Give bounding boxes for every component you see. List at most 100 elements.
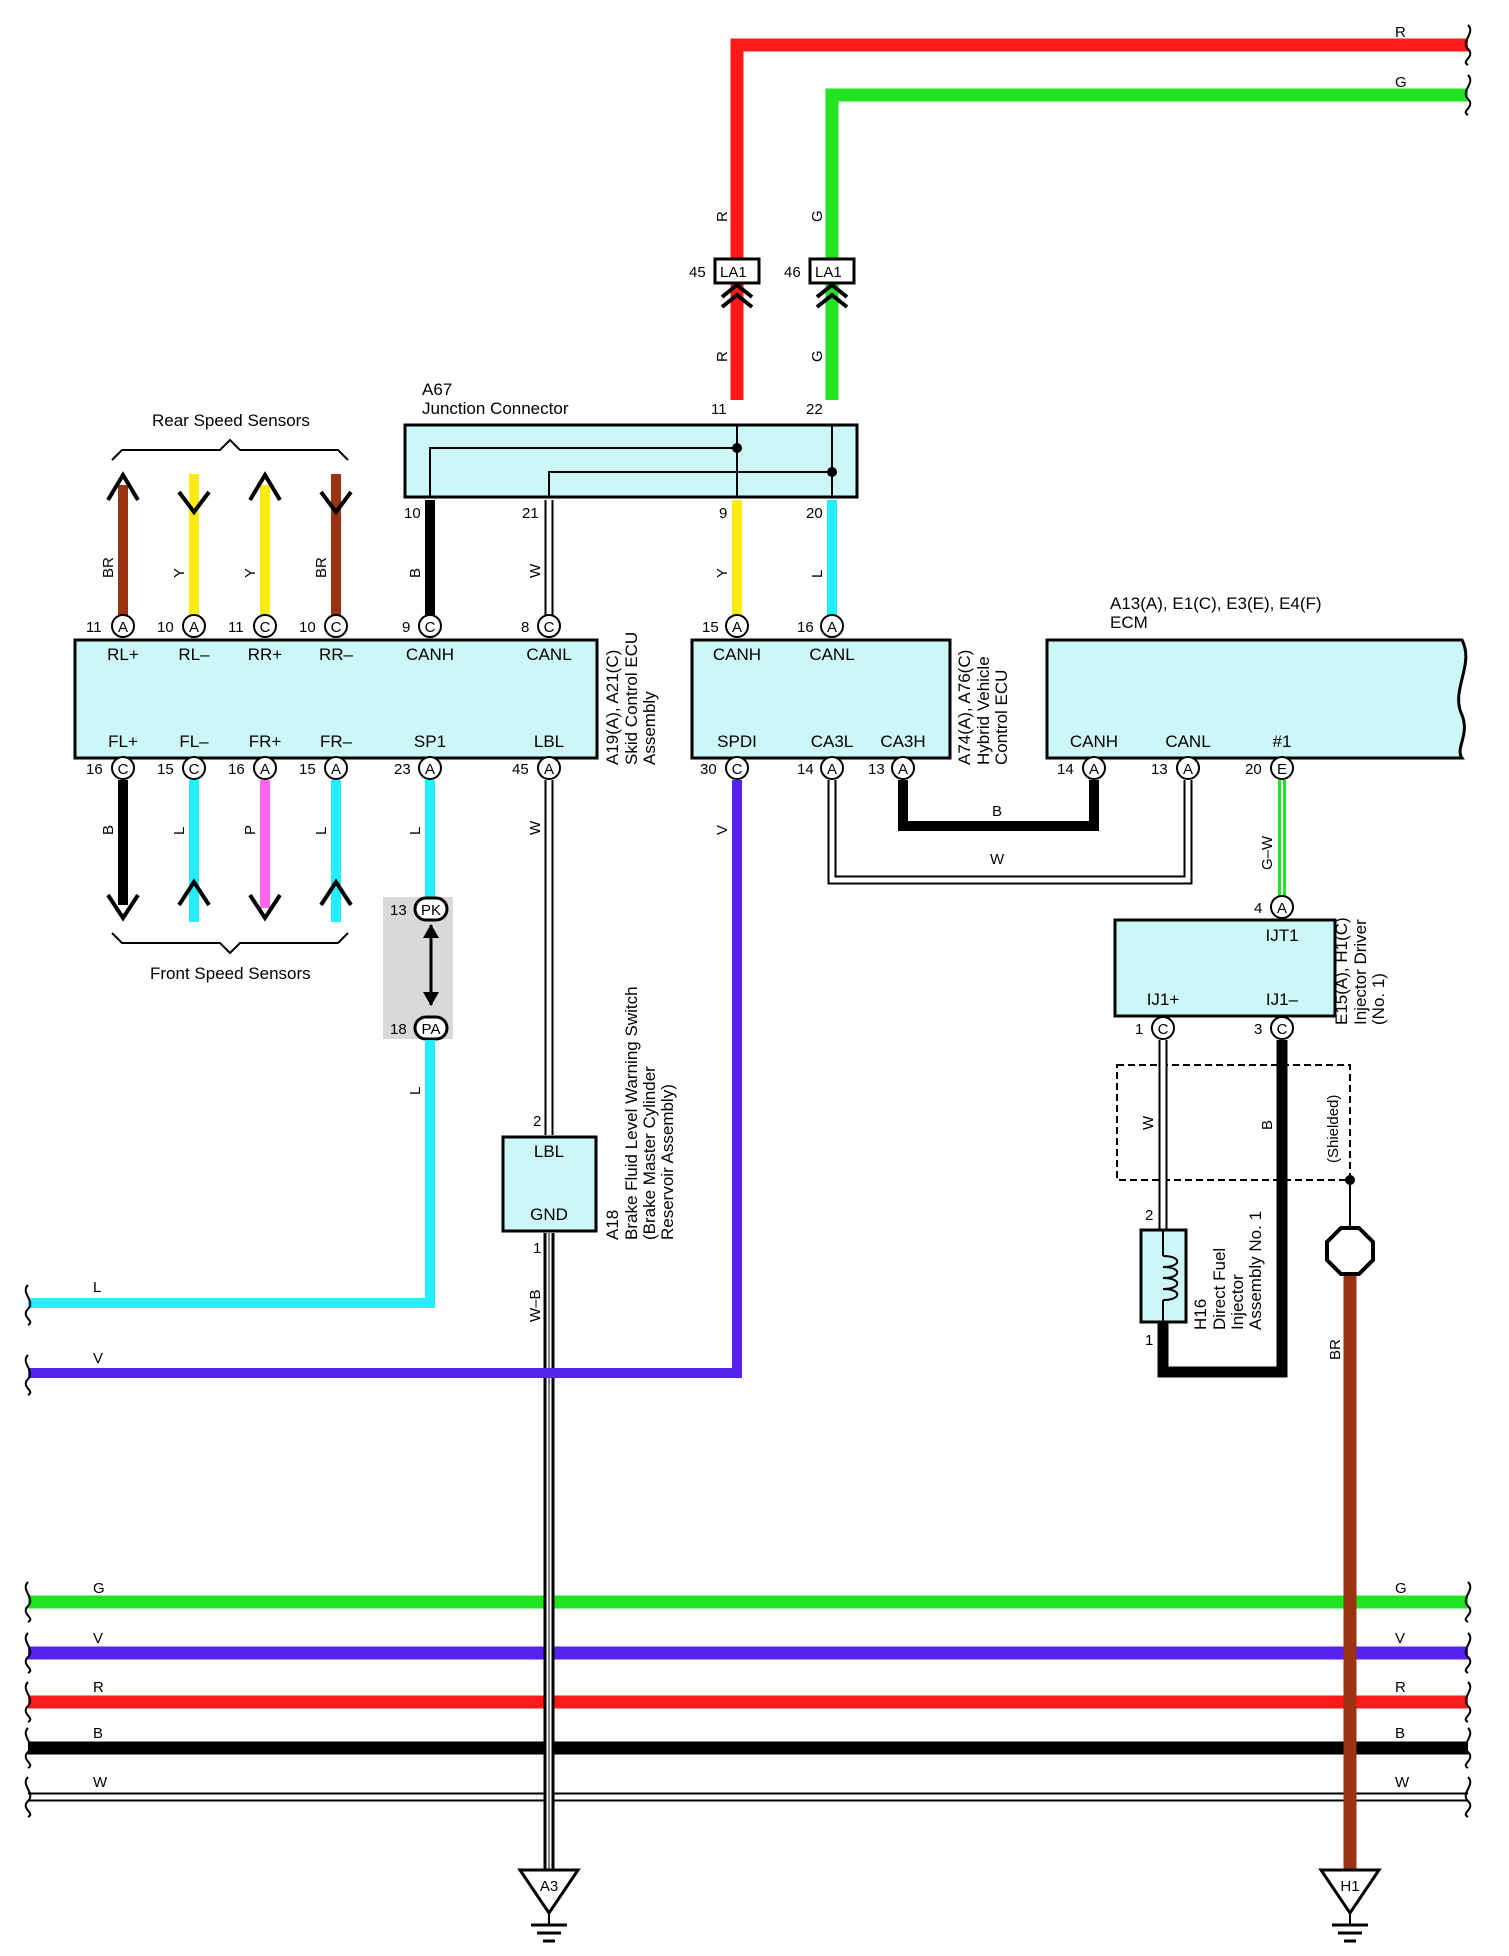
component-name: Assembly No. 1 <box>1246 1211 1265 1330</box>
pin-number: 21 <box>522 505 539 522</box>
ground-icon <box>1318 1868 1382 1916</box>
component-name: (Brake Master Cylinder <box>640 1066 659 1240</box>
component-name: Control ECU <box>992 670 1011 765</box>
pin-number: 23 <box>394 761 411 778</box>
pin-number: 46 <box>784 264 801 281</box>
brake-fluid-level-switch-a18: 2 LBL GND 1 A18 Brake Fluid Level Warnin… <box>501 986 677 1257</box>
pin-letter: A <box>425 761 435 778</box>
component-name: Skid Control ECU <box>622 632 641 765</box>
front-speed-sensors-label: Front Speed Sensors <box>150 964 311 983</box>
arrow-up <box>177 878 211 907</box>
coil-icon <box>1162 1255 1179 1301</box>
wire-label-p: P <box>242 825 259 835</box>
terminal: LBL <box>534 1142 564 1161</box>
wire-label-br: BR <box>1327 1339 1344 1360</box>
pin-letter: A <box>827 761 837 778</box>
wire-label-b: B <box>407 568 424 578</box>
ground-h1: H1 <box>1318 1868 1382 1943</box>
terminal: SPDI <box>717 732 757 751</box>
pin-number: 9 <box>719 505 727 522</box>
wire-label-br: BR <box>100 557 117 578</box>
pin-number: 11 <box>86 619 102 636</box>
component-code: A19(A), A21(C) <box>603 650 622 765</box>
wire-label-g: G <box>1395 74 1407 91</box>
terminal: CANL <box>809 645 854 664</box>
bracket <box>111 932 349 955</box>
wire-label-g: G <box>809 350 826 362</box>
wire-label-y: Y <box>242 568 259 578</box>
pin-letter: A <box>331 761 341 778</box>
pin-number: 15 <box>299 761 316 778</box>
wire-label-l: L <box>809 570 826 578</box>
wire-label-w: W <box>93 1774 108 1791</box>
pin-letter: C <box>732 761 743 778</box>
wire-label-l: L <box>407 827 424 835</box>
component-name: Direct Fuel <box>1210 1248 1229 1330</box>
arrow-up <box>319 878 353 907</box>
wire-label-l: L <box>171 827 188 835</box>
pin-number: 14 <box>797 761 814 778</box>
wire-label-l: L <box>313 827 330 835</box>
wire-l <box>28 1040 435 1308</box>
pin-number: 16 <box>86 761 103 778</box>
wire-v <box>28 780 742 1378</box>
pin-number: 1 <box>1145 1332 1153 1349</box>
pin-number: 20 <box>1245 761 1262 778</box>
component-name: ECM <box>1110 613 1148 632</box>
terminal: IJT1 <box>1265 926 1298 945</box>
wire-label-w: W <box>1140 1115 1157 1130</box>
wire-label-gw: G–W <box>1259 835 1276 870</box>
wire-top-green <box>825 88 1468 400</box>
pin-letter: C <box>544 619 555 636</box>
component-name: Junction Connector <box>422 399 569 418</box>
pin-letter: C <box>260 619 271 636</box>
terminal: CANL <box>526 645 571 664</box>
wire-b <box>1157 1040 1288 1378</box>
pin-number: 30 <box>700 761 717 778</box>
pins-bottom: 16 C 15 C 16 A 15 A 23 A 45 A 30 C 14 A … <box>86 756 1294 780</box>
shield-ground-icon <box>1325 1226 1375 1276</box>
pin-number: 18 <box>390 1021 407 1038</box>
pin-letter: A <box>1277 900 1287 917</box>
connector-la1-45: LA1 45 <box>689 257 761 309</box>
terminal: IJ1– <box>1266 990 1299 1009</box>
pin-number: 15 <box>157 761 174 778</box>
component-code: A18 <box>603 1210 622 1240</box>
pin-letter: C <box>1158 1021 1169 1038</box>
pin-letter: A <box>898 761 908 778</box>
component-code: A67 <box>422 380 452 399</box>
wire-label-g: G <box>809 210 826 222</box>
terminal: CANH <box>406 645 454 664</box>
pin-number: 1 <box>1135 1021 1143 1038</box>
component-name: Reservoir Assembly) <box>658 1084 677 1240</box>
pin-letter: C <box>1277 1021 1288 1038</box>
terminal: LBL <box>534 732 564 751</box>
wire-label-r: R <box>714 211 731 222</box>
skid-control-ecu: RL+ RL– RR+ RR– CANH CANL FL+ FL– FR+ FR… <box>73 632 659 765</box>
component-name: (No. 1) <box>1369 973 1388 1025</box>
wire-label-g: G <box>1395 1580 1407 1597</box>
pin-number: 16 <box>797 619 814 636</box>
arrow-down <box>177 490 211 516</box>
pin-number: 22 <box>806 401 823 418</box>
pin-number: 1 <box>533 1240 541 1257</box>
injector-driver: 4 A IJT1 IJ1+ IJ1– E15(A), H1(C) Injecto… <box>1113 895 1388 1040</box>
pin-number: 10 <box>299 619 316 636</box>
arrow-down <box>248 893 282 922</box>
wire-label-r: R <box>1395 24 1406 41</box>
terminal: RL– <box>178 645 210 664</box>
wire-label-b: B <box>992 803 1002 820</box>
pin-number: 14 <box>1057 761 1074 778</box>
wire-label-r: R <box>714 351 731 362</box>
pin-letter: C <box>189 761 200 778</box>
terminal: GND <box>530 1205 568 1224</box>
terminal: #1 <box>1273 732 1292 751</box>
ground-a3: A3 <box>517 1868 581 1943</box>
component-name: Hybrid Vehicle <box>974 656 993 765</box>
pin-number: 45 <box>689 264 706 281</box>
pin-letter: C <box>331 619 342 636</box>
wire-label-r: R <box>1395 1679 1406 1696</box>
component-code: A13(A), E1(C), E3(E), E4(F) <box>1110 594 1322 613</box>
terminal: FR– <box>320 732 353 751</box>
shielded-label: (Shielded) <box>1325 1095 1342 1163</box>
